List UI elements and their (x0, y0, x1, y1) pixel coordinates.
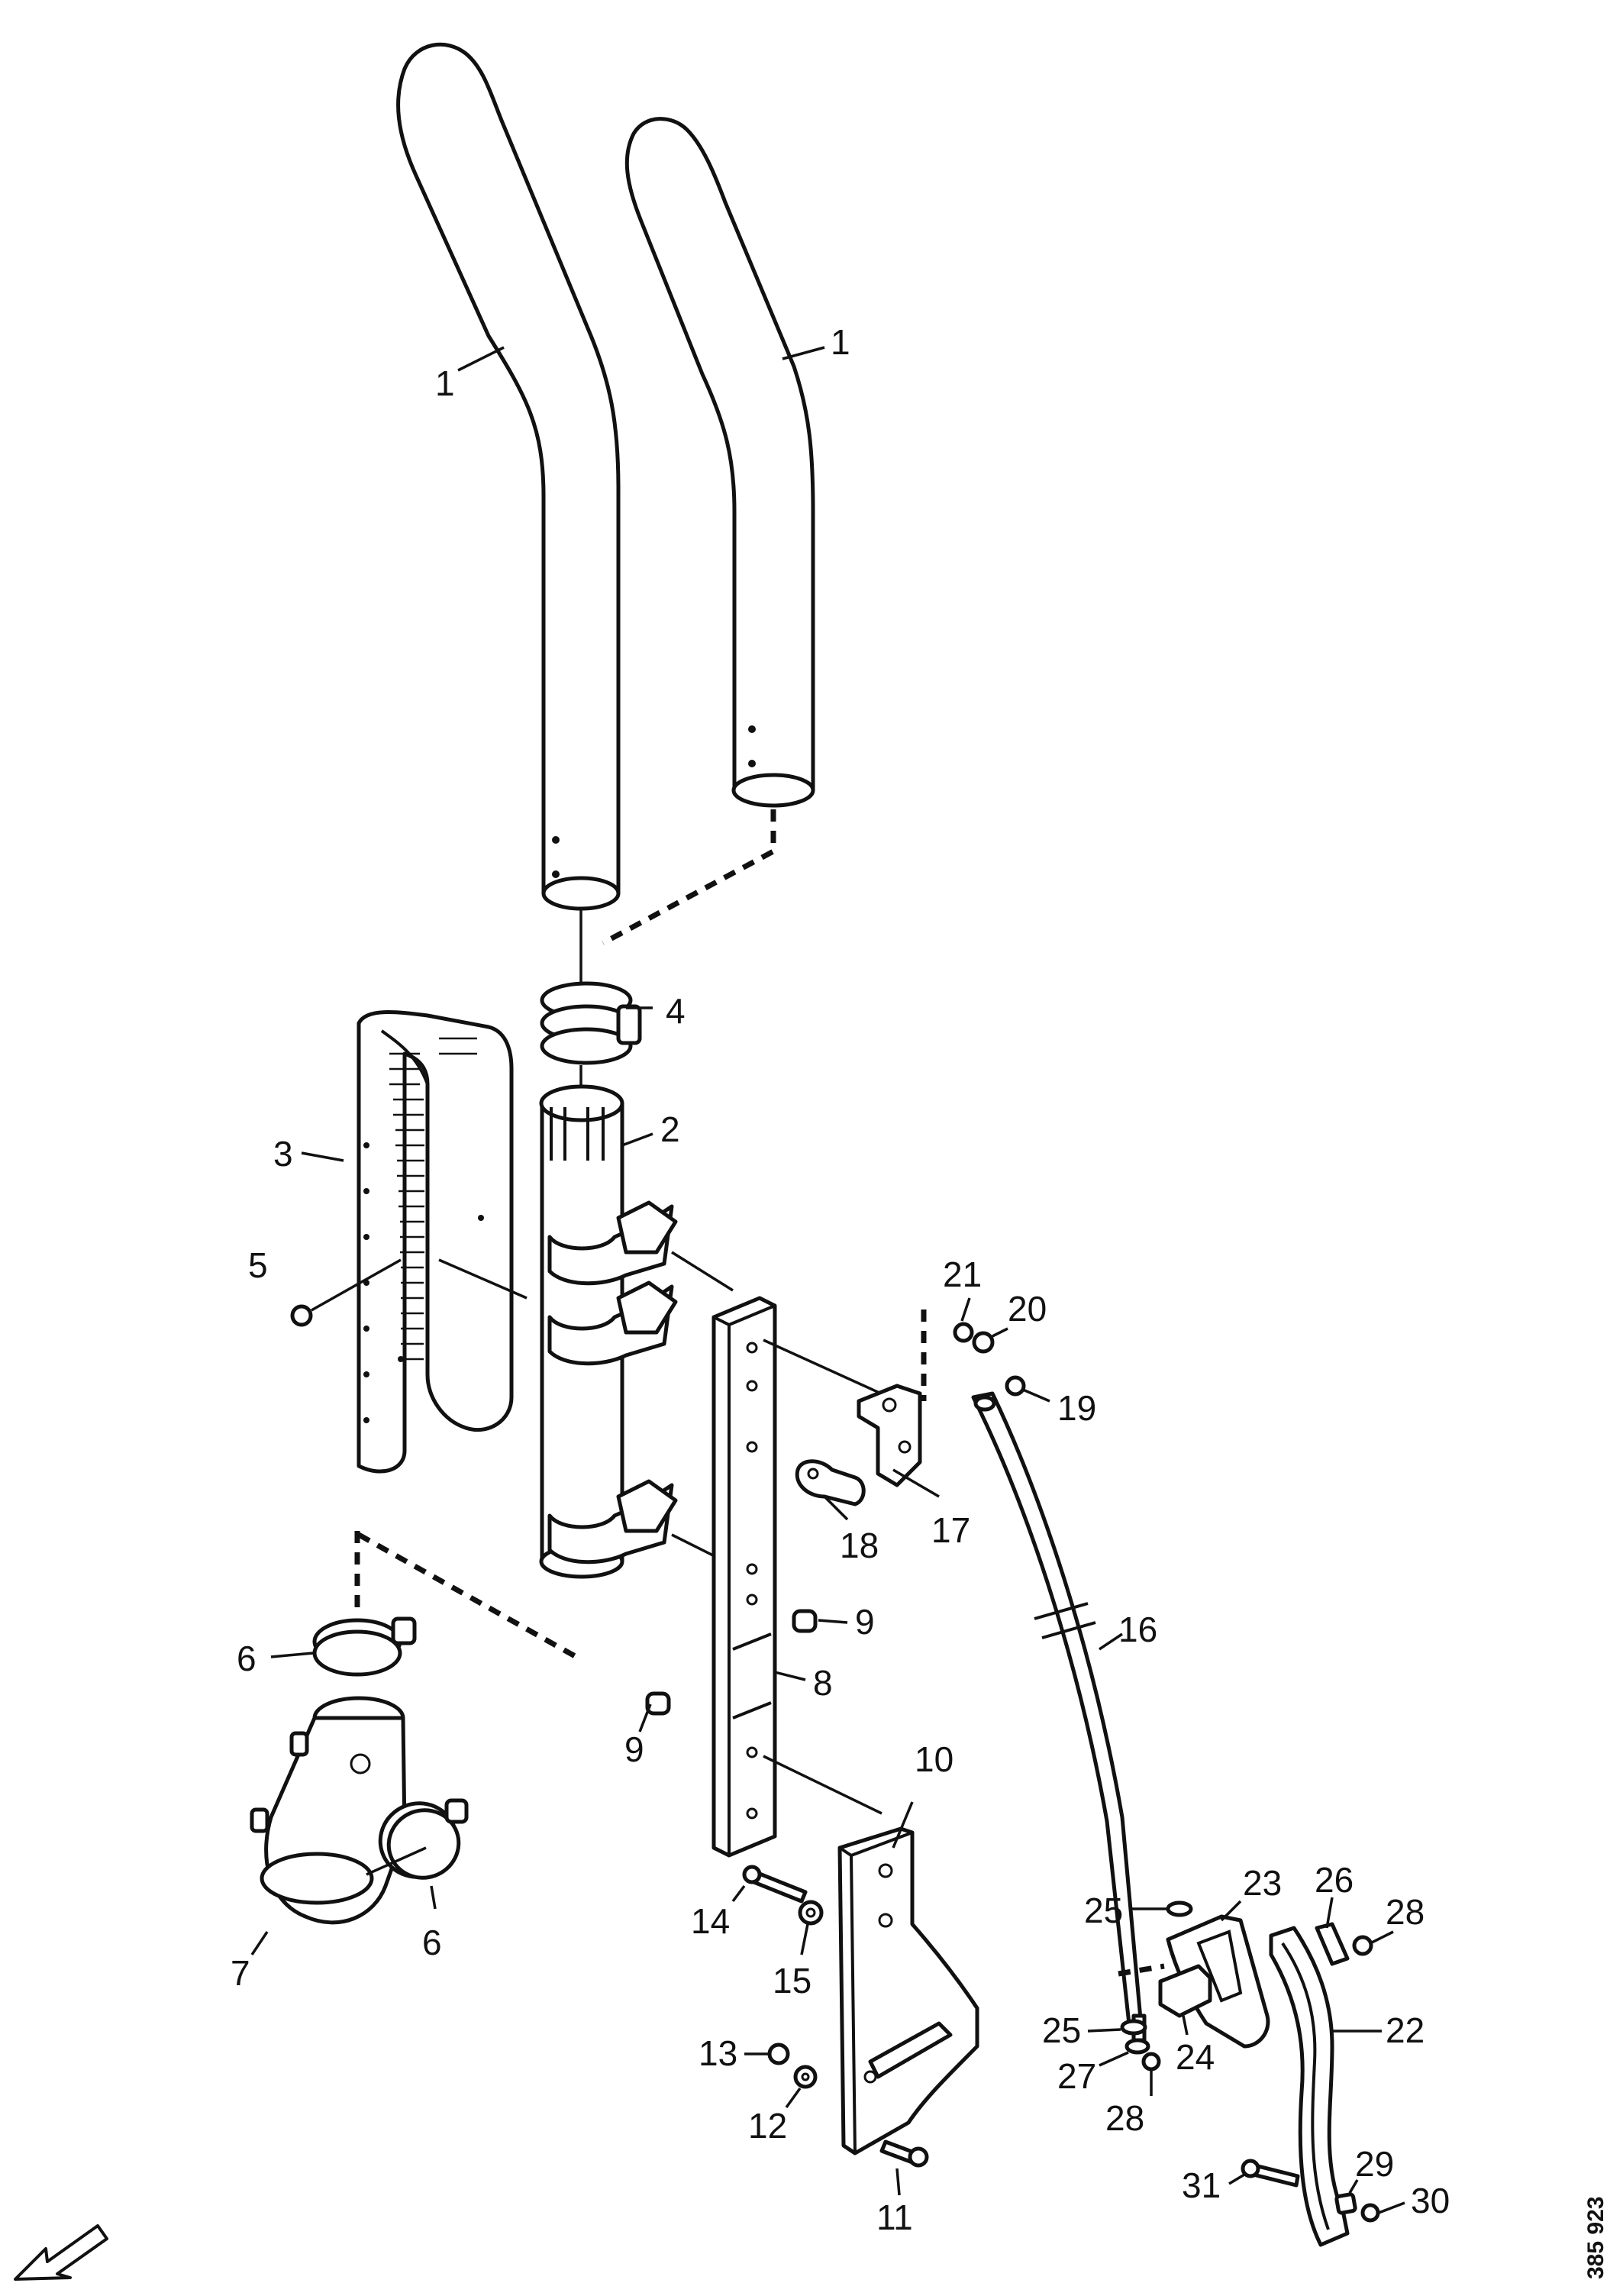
bolt-9-lower (645, 1691, 671, 1716)
callout-23: 23 (1243, 1863, 1282, 1903)
pedal-bracket-23 (1166, 1914, 1270, 2049)
callout-26: 26 (1315, 1860, 1354, 1900)
callout-22: 22 (1386, 2010, 1425, 2050)
tube-bracket-middle (547, 1280, 678, 1366)
callout-7: 7 (231, 1953, 250, 1993)
callout-28a: 28 (1386, 1892, 1425, 1932)
callout-9a: 9 (855, 1602, 875, 1642)
document-number: 385 923 (1583, 2197, 1608, 2279)
screw-19 (1005, 1375, 1026, 1397)
callout-13: 13 (699, 2033, 737, 2073)
callout-6b: 6 (422, 1923, 442, 1962)
clip-24 (1158, 1964, 1212, 2018)
bolt-9-upper (792, 1609, 818, 1633)
callout-8: 8 (813, 1663, 833, 1703)
tube-bracket-lower (547, 1479, 678, 1565)
support-post (711, 1296, 777, 1858)
callout-19: 19 (1057, 1388, 1096, 1428)
callout-24: 24 (1176, 2037, 1215, 2077)
bolt-14 (742, 1865, 808, 1904)
callout-6a: 6 (237, 1639, 257, 1678)
washer-15 (798, 1900, 824, 1926)
washer-21 (953, 1322, 974, 1343)
bolt-11 (879, 2139, 929, 2168)
callout-17: 17 (931, 1510, 970, 1550)
link-plate-18 (795, 1459, 866, 1506)
nut-30 (1360, 2203, 1380, 2223)
callout-10: 10 (915, 1739, 953, 1779)
pipe-clamp (540, 981, 642, 1065)
callout-4: 4 (666, 991, 686, 1031)
callout-11: 11 (876, 2198, 913, 2237)
exhaust-pipe-right (624, 117, 815, 808)
bolt-31 (1241, 2159, 1300, 2188)
callout-27: 27 (1057, 2056, 1096, 2096)
callout-29: 29 (1355, 2144, 1394, 2184)
nut-28-lower (1141, 2052, 1161, 2072)
arrow-down-left-icon (14, 2224, 108, 2281)
callout-31: 31 (1182, 2165, 1221, 2205)
callout-20: 20 (1008, 1289, 1047, 1329)
perforated-heat-shield (357, 1010, 514, 1474)
tube-bracket-upper (547, 1200, 678, 1286)
callout-21: 21 (943, 1255, 982, 1294)
callout-16: 16 (1118, 1610, 1157, 1649)
nut-20 (972, 1331, 995, 1354)
spring-tine-22 (1269, 1926, 1350, 2247)
nut-28-upper (1352, 1935, 1373, 1956)
bracket-17 (857, 1384, 922, 1487)
pin-25-upper (1166, 1900, 1193, 1917)
callout-14: 14 (691, 1901, 730, 1941)
plate-29 (1334, 2192, 1357, 2215)
callout-3: 3 (273, 1134, 293, 1174)
callout-30: 30 (1411, 2181, 1450, 2220)
pin-25-lower (1120, 2019, 1147, 2036)
pin-27 (1124, 2038, 1150, 2055)
shield-screw (290, 1304, 313, 1327)
elbow-pipe (250, 1696, 407, 1925)
mounting-bracket-10 (837, 1826, 979, 2156)
callout-25b: 25 (1042, 2010, 1081, 2050)
callout-25a: 25 (1084, 1891, 1123, 1930)
washer-12 (793, 2065, 818, 2089)
callout-9b: 9 (624, 1729, 644, 1769)
nut-13 (767, 2043, 790, 2065)
callout-28b: 28 (1105, 2098, 1144, 2138)
callout-1b: 1 (831, 322, 850, 362)
callout-18: 18 (840, 1526, 879, 1565)
callout-2: 2 (660, 1109, 680, 1149)
callout-1a: 1 (435, 363, 455, 403)
callout-12: 12 (748, 2106, 787, 2146)
callout-5: 5 (248, 1245, 268, 1285)
callout-15: 15 (773, 1961, 812, 2001)
pipe-clamp-upper (312, 1616, 417, 1677)
